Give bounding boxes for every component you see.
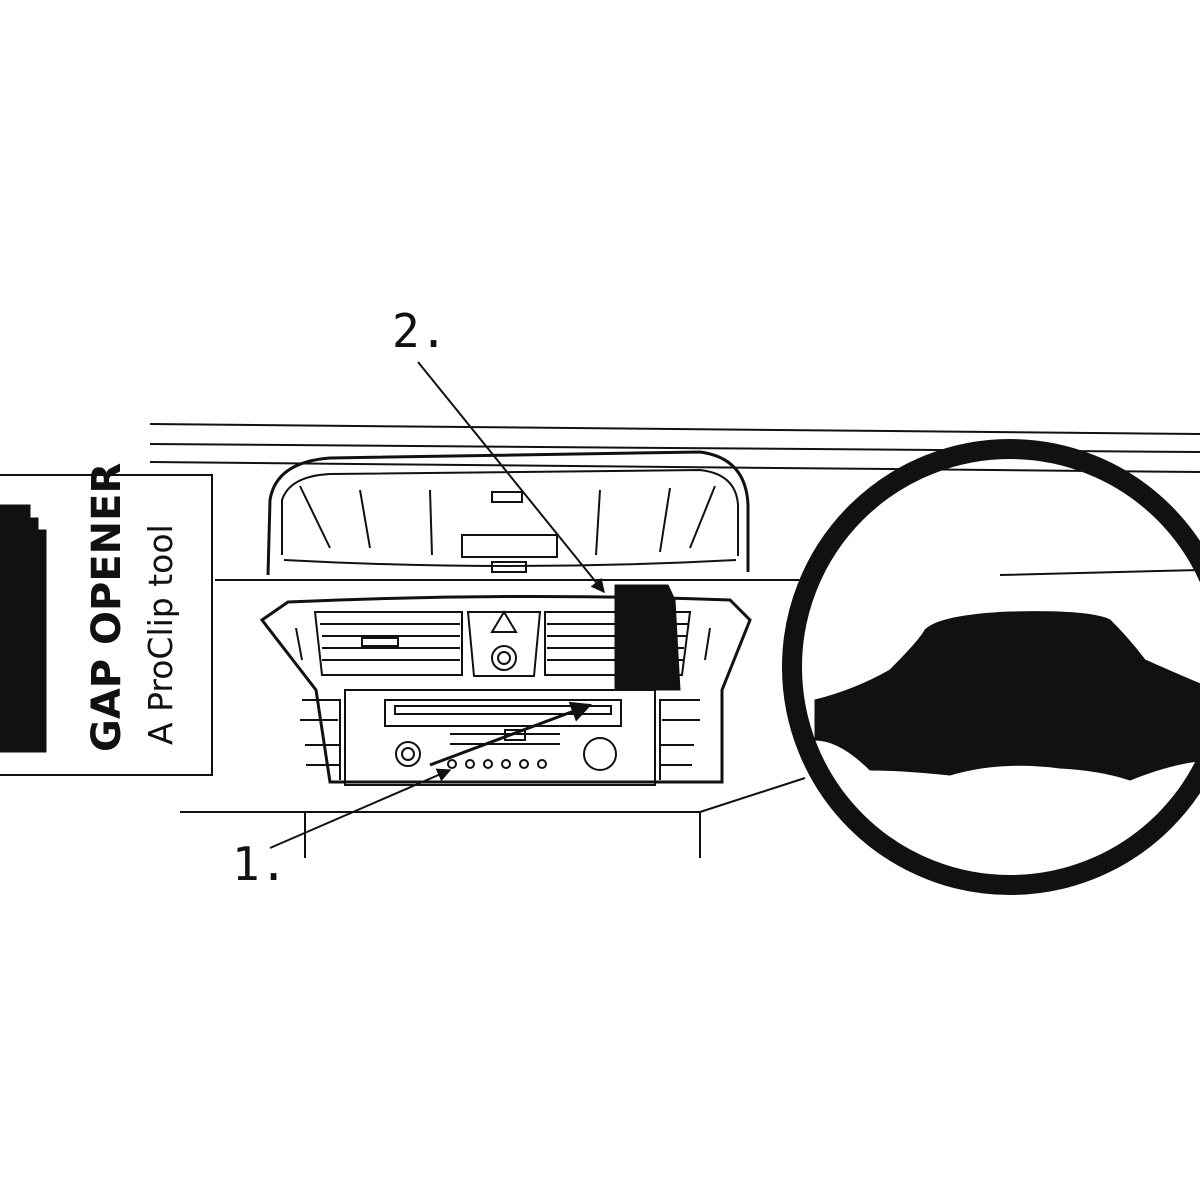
gap-opener-tool-icon	[0, 504, 47, 753]
lower-dash-lines	[180, 777, 806, 858]
tool-title: GAP OPENER	[84, 463, 130, 752]
tool-subtitle: A ProClip tool	[141, 524, 180, 745]
callout-1-label: 1.	[232, 837, 287, 891]
steering-wheel	[782, 439, 1200, 895]
upper-console-housing	[266, 450, 750, 576]
mounted-holder	[614, 584, 681, 691]
callout-1-pointer	[429, 701, 592, 767]
hazard-button	[466, 610, 542, 677]
gap-opener-card: GAP OPENER A ProClip tool	[0, 463, 213, 776]
callout-2-label: 2.	[392, 304, 447, 358]
dashboard-line	[215, 569, 1200, 581]
callout-2: 2.	[392, 304, 605, 594]
callout-1: 1.	[232, 701, 592, 891]
callout-1-leader	[269, 768, 452, 849]
radio-panel	[344, 689, 656, 786]
callout-2-leader	[417, 361, 605, 594]
left-vent	[313, 611, 463, 676]
